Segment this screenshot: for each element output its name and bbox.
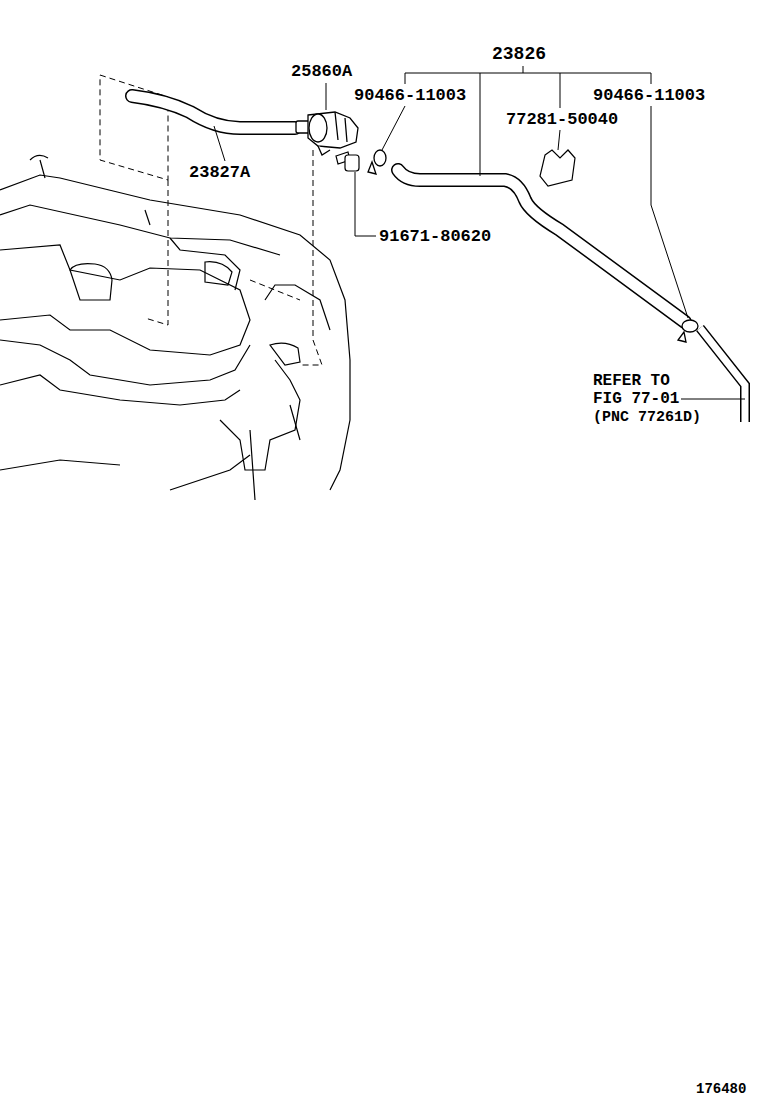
part-number: 90466-11003 [592,87,706,104]
part-number: 25860A [290,63,353,80]
dashed-guide [100,75,322,365]
figure-number: 176480 [695,1082,747,1096]
hose [132,96,295,128]
part-number: 77281-50040 [505,111,619,128]
part-number: 91671-80620 [378,228,492,245]
bolt [336,152,359,171]
leader-line [214,66,745,399]
hose-clip [540,150,575,186]
reference-note: FIG 77-01 [592,391,680,407]
reference-note: (PNC 77261D) [592,410,702,425]
part-number: 90466-11003 [353,87,467,104]
pipe [700,328,745,422]
reference-note: REFER TO [592,373,671,389]
part-number: 23826 [491,45,547,63]
vsv-valve [296,112,358,155]
hose-clamp [368,150,698,342]
engine-outline [0,155,350,500]
hose [398,170,685,322]
pipe [700,328,745,422]
hose [132,96,295,128]
hose [398,170,685,322]
part-number: 23827A [188,164,251,181]
